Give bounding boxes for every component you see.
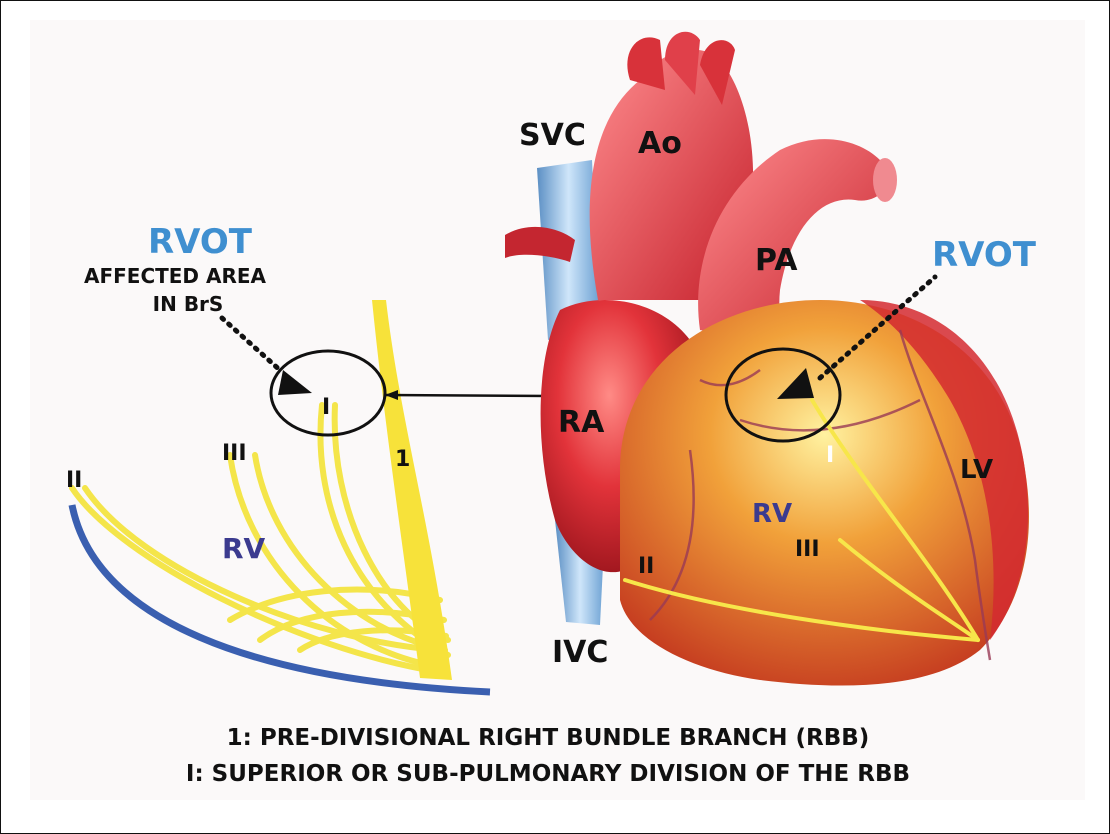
division-I-heart: I bbox=[826, 443, 834, 468]
rvot-label-right: RVOT bbox=[932, 235, 1037, 275]
pre-divisional-rbb bbox=[372, 300, 452, 680]
division-1-left: 1 bbox=[395, 447, 410, 472]
ao-label: Ao bbox=[638, 126, 682, 161]
rv-label-heart: RV bbox=[752, 499, 792, 529]
arrowhead-left bbox=[278, 370, 312, 395]
caption-line-1: 1: PRE-DIVISIONAL RIGHT BUNDLE BRANCH (R… bbox=[227, 725, 870, 751]
dotted-pointer-left bbox=[222, 318, 282, 372]
caption-line-2: I: SUPERIOR OR SUB-PULMONARY DIVISION OF… bbox=[186, 761, 910, 787]
affected-area-label-2: IN BrS bbox=[153, 292, 224, 316]
rv-label-left: RV bbox=[222, 532, 266, 565]
division-III-left: III bbox=[222, 441, 247, 466]
division-II-left: II bbox=[66, 468, 82, 493]
division-III-heart: III bbox=[795, 537, 820, 562]
division-II-heart: II bbox=[638, 554, 654, 579]
affected-area-label: AFFECTED AREA bbox=[84, 264, 267, 288]
right-bundle-branch-schematic bbox=[72, 300, 490, 692]
pa-label: PA bbox=[755, 243, 798, 278]
division-I-left: I bbox=[322, 395, 330, 420]
ivc-label: IVC bbox=[552, 635, 608, 670]
rvot-label-left: RVOT bbox=[148, 222, 253, 262]
svc-label: SVC bbox=[519, 118, 586, 153]
lv-label: LV bbox=[960, 455, 993, 485]
ra-label: RA bbox=[558, 405, 605, 440]
